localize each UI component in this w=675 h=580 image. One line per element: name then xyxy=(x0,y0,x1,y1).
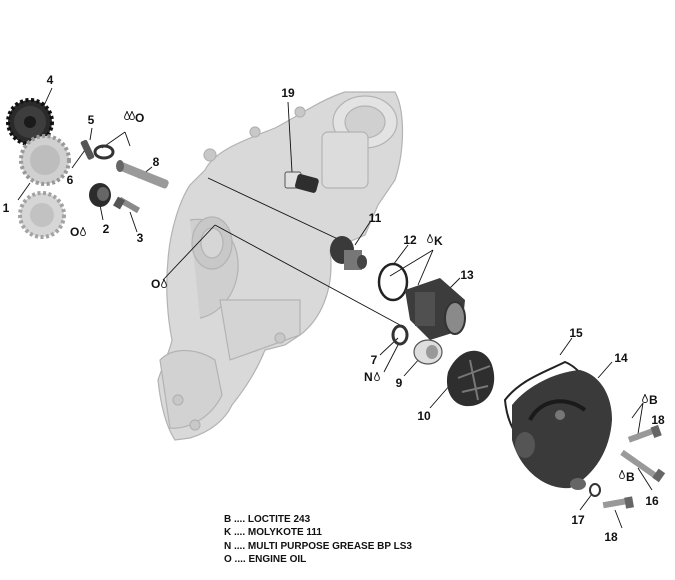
thermostat-11 xyxy=(330,236,367,270)
seal-9 xyxy=(413,339,443,365)
gear-1 xyxy=(18,134,71,239)
shaft-8 xyxy=(116,160,169,189)
callout-11: 11 xyxy=(369,211,382,225)
svg-text:O: O xyxy=(70,225,79,239)
callout-13: 13 xyxy=(460,268,474,282)
grease-symbol: N xyxy=(364,370,380,384)
o-ring-12 xyxy=(377,262,409,302)
callout-5: 5 xyxy=(88,113,95,127)
seal-2 xyxy=(89,183,111,207)
legend-item-oil: O .... ENGINE OIL xyxy=(224,554,307,566)
callout-19: 19 xyxy=(281,86,295,100)
washer-6 xyxy=(93,144,115,160)
oil-symbol-top: O xyxy=(124,111,144,125)
svg-text:N: N xyxy=(364,370,373,384)
washer-7 xyxy=(391,324,409,346)
callout-15: 15 xyxy=(569,326,583,340)
svg-text:O: O xyxy=(135,111,144,125)
pin-5 xyxy=(80,139,95,160)
callout-16: 16 xyxy=(645,494,659,508)
legend-item-molykote: K .... MOLYKOTE 111 xyxy=(224,527,322,539)
oil-symbol-housing: O xyxy=(151,277,167,291)
loctite-symbol-lower: B xyxy=(619,470,635,484)
loctite-symbol-upper: B xyxy=(642,393,658,407)
callout-12: 12 xyxy=(403,233,417,247)
washer-17 xyxy=(589,483,601,497)
callout-numbers: 4 1 5 6 8 2 3 19 11 12 13 7 9 10 15 14 1… xyxy=(3,73,665,544)
callout-6: 6 xyxy=(67,173,74,187)
callout-1: 1 xyxy=(3,201,10,215)
bolt-3 xyxy=(113,196,141,214)
callout-9: 9 xyxy=(396,376,403,390)
callout-3: 3 xyxy=(137,231,144,245)
callout-18-upper: 18 xyxy=(651,413,665,427)
callout-8: 8 xyxy=(153,155,160,169)
callout-2: 2 xyxy=(103,222,110,236)
bolt-18-upper xyxy=(627,424,662,443)
legend-item-loctite: B .... LOCTITE 243 xyxy=(224,514,311,525)
molykote-symbol: K xyxy=(427,234,443,248)
bolt-16 xyxy=(620,449,666,483)
impeller-10 xyxy=(446,350,495,407)
callout-17: 17 xyxy=(571,513,585,527)
pump-cover-14 xyxy=(512,370,612,490)
svg-text:B: B xyxy=(649,393,658,407)
svg-text:O: O xyxy=(151,277,160,291)
callout-10: 10 xyxy=(417,409,431,423)
callout-7: 7 xyxy=(371,353,378,367)
svg-text:B: B xyxy=(626,470,635,484)
sensor-19 xyxy=(284,171,319,193)
callout-14: 14 xyxy=(614,351,628,365)
legend-item-grease: N .... MULTI PURPOSE GREASE BP LS3 xyxy=(224,540,412,552)
bolt-18-lower xyxy=(602,496,634,509)
callout-18-lower: 18 xyxy=(604,530,618,544)
lubricant-legend: B .... LOCTITE 243 K .... MOLYKOTE 111 N… xyxy=(224,513,412,567)
pump-housing-13 xyxy=(405,278,466,340)
oil-symbol-seal: O xyxy=(70,225,86,239)
svg-text:K: K xyxy=(434,234,443,248)
engine-housing-ghost xyxy=(157,91,404,441)
callout-4: 4 xyxy=(47,73,54,87)
lubricant-symbols: O O O K N B B xyxy=(70,111,658,484)
